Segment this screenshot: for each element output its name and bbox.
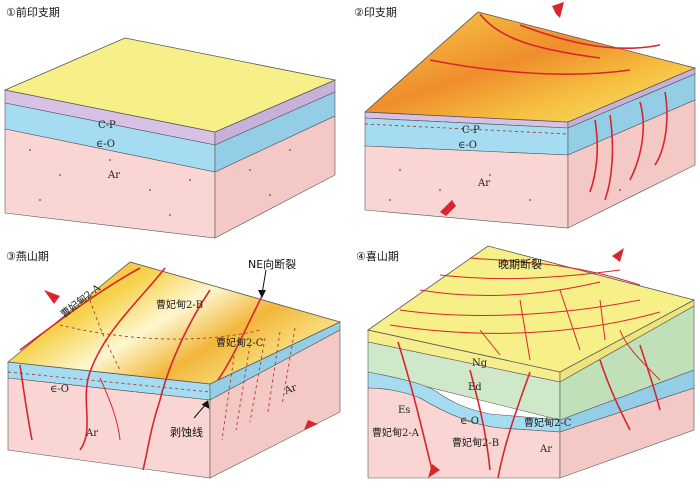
p2-compression-arrows	[440, 2, 564, 216]
p4-extension-arrows	[428, 248, 624, 478]
p2-unconformity-dash	[364, 123, 569, 135]
p2-label-cp: C-P	[462, 125, 480, 136]
p2-label-eo: ∈-O	[458, 140, 477, 151]
p3-label-eo: ∈-O	[50, 384, 69, 395]
p4-label-ng: Ng	[472, 358, 488, 369]
p2-faults	[429, 13, 668, 201]
p3-fault-label: NE向断裂	[248, 257, 296, 271]
p4-right-basement	[559, 387, 695, 479]
p3-faults	[19, 267, 263, 471]
p2-right-basement	[567, 99, 696, 229]
p3-erosion-label: 剥蚀线	[170, 425, 203, 439]
panel-1-pre-indosinian: ①前印支期 C-P ∈-O Ar	[3, 5, 337, 239]
p3-label-ar-left: Ar	[85, 428, 98, 439]
p4-label-2b: 曹妃甸2-B	[452, 436, 499, 449]
panel-4-himalayan: ④喜山期 晚期断裂 Ng Ed Es ∈-O 曹妃甸2-A 曹妃甸2-B 曹妃甸…	[356, 245, 696, 479]
p2-basement	[364, 145, 569, 229]
p4-label-2a: 曹妃甸2-A	[372, 426, 420, 439]
p3-callout-arrows	[193, 269, 267, 419]
p3-top-surface	[7, 261, 342, 385]
p2-top-surface	[363, 11, 697, 123]
panel-3-yanshanian: ③燕山期 NE向断裂 曹妃甸2-A 曹妃甸2-B 曹妃甸2-C ∈-O Ar A…	[6, 250, 342, 479]
p4-label-es: Es	[398, 405, 410, 416]
p4-late-faults-label: 晚期断裂	[498, 257, 542, 271]
p3-dashed-structures	[7, 299, 296, 441]
p4-top-surface	[367, 245, 696, 373]
p1-label-cp: C-P	[98, 120, 116, 131]
p1-basement-dots	[29, 149, 291, 216]
p1-right-basement	[214, 115, 336, 239]
p2-label-ar: Ar	[477, 178, 490, 189]
p2-title: ②印支期	[354, 6, 397, 19]
p3-title: ③燕山期	[6, 250, 49, 263]
p4-label-ar: Ar	[539, 444, 552, 455]
p1-top-surface	[3, 37, 337, 133]
p4-label-eo: ∈-O	[460, 416, 479, 427]
panel-2-indosinian: ②印支期 C-P ∈-O Ar	[354, 2, 697, 229]
p4-title: ④喜山期	[356, 250, 399, 263]
p4-late-faults	[389, 257, 661, 361]
p2-basement-dots	[389, 169, 621, 201]
p3-label-2b: 曹妃甸2-B	[156, 298, 203, 311]
p4-label-2c: 曹妃甸2-C	[524, 416, 572, 429]
p1-label-eo: ∈-O	[96, 139, 115, 150]
p4-basement	[367, 387, 561, 479]
p3-compression-arrows	[44, 290, 318, 430]
p3-label-2c: 曹妃甸2-C	[216, 336, 264, 349]
p1-title: ①前印支期	[6, 5, 60, 19]
p1-label-ar: Ar	[107, 170, 120, 181]
p3-right-basement	[209, 329, 341, 479]
p3-label-ar-right: Ar	[282, 382, 298, 397]
p4-deep-faults	[397, 329, 661, 479]
p4-label-ed: Ed	[468, 382, 482, 393]
